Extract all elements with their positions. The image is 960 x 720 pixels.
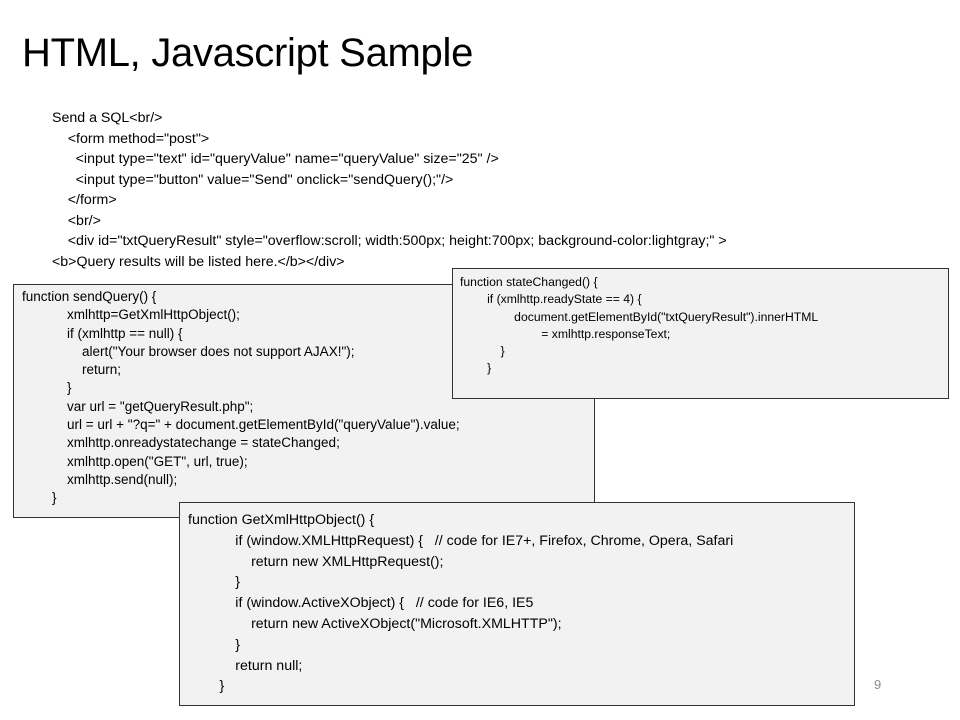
- code-line: <input type="button" value="Send" onclic…: [52, 171, 454, 188]
- code-line: </form>: [52, 192, 117, 208]
- code-line: return new XMLHttpRequest();: [188, 553, 444, 570]
- code-line: url = url + "?q=" + document.getElementB…: [22, 417, 460, 433]
- code-line: }: [188, 636, 241, 653]
- code-line: }: [22, 380, 72, 396]
- code-line: if (xmlhttp == null) {: [22, 325, 183, 341]
- code-line: <input type="text" id="queryValue" name=…: [52, 151, 499, 167]
- code-line: alert("Your browser does not support AJA…: [22, 343, 355, 359]
- code-line: if (window.ActiveXObject) { // code for …: [188, 595, 534, 612]
- get-xml-http-object-code-box: function GetXmlHttpObject() { if (window…: [179, 502, 855, 706]
- code-line: }: [460, 344, 505, 359]
- code-line: <b>Query results will be listed here.</b…: [52, 253, 345, 270]
- code-line: return null;: [188, 657, 303, 674]
- slide-title: HTML, Javascript Sample: [22, 31, 474, 75]
- code-line: return;: [22, 362, 122, 378]
- code-line: return new ActiveXObject("Microsoft.XMLH…: [188, 615, 562, 632]
- code-line: document.getElementById("txtQueryResult"…: [460, 309, 819, 324]
- code-line: if (xmlhttp.readyState == 4) {: [460, 292, 642, 307]
- code-line: }: [22, 490, 57, 506]
- code-line: }: [188, 574, 241, 591]
- html-form-code: Send a SQL<br/> <form method="post"> <in…: [52, 108, 727, 272]
- code-line: <form method="post">: [52, 130, 210, 147]
- state-changed-code-box: function stateChanged() { if (xmlhttp.re…: [452, 268, 949, 399]
- code-line: xmlhttp.onreadystatechange = stateChange…: [22, 435, 340, 451]
- code-line: function GetXmlHttpObject() {: [188, 512, 375, 528]
- code-line: }: [188, 678, 225, 695]
- code-line: Send a SQL<br/>: [52, 110, 163, 126]
- code-line: }: [460, 361, 492, 376]
- page-number: 9: [874, 677, 882, 692]
- code-line: xmlhttp.send(null);: [22, 471, 178, 487]
- code-line: <div id="txtQueryResult" style="overflow…: [52, 233, 727, 249]
- code-line: xmlhttp.open("GET", url, true);: [22, 453, 248, 469]
- code-line: if (window.XMLHttpRequest) { // code for…: [188, 532, 734, 549]
- code-line: var url = "getQueryResult.php";: [22, 398, 254, 414]
- code-line: <br/>: [52, 212, 101, 229]
- code-line: function stateChanged() {: [460, 275, 598, 289]
- code-line: xmlhttp=GetXmlHttpObject();: [22, 307, 240, 323]
- code-line: = xmlhttp.responseText;: [460, 326, 671, 341]
- code-line: function sendQuery() {: [22, 289, 157, 304]
